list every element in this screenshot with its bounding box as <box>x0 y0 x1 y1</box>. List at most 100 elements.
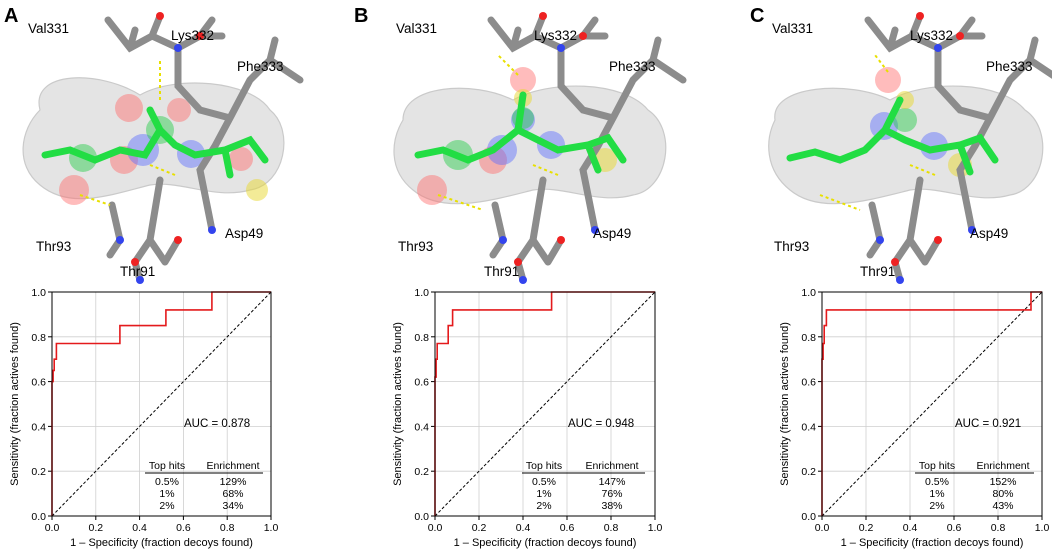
x-tick-label: 1.0 <box>648 522 663 534</box>
y-tick-label: 0.4 <box>31 421 46 433</box>
x-tick-label: 0.6 <box>560 522 575 534</box>
x-tick-label: 0.4 <box>132 522 147 534</box>
x-tick-label: 0.8 <box>991 522 1006 534</box>
auc-label: AUC = 0.921 <box>955 418 1021 430</box>
table-cell: 2% <box>536 500 551 512</box>
y-tick-label: 0.6 <box>414 377 429 389</box>
panel-c: C Val331 Lys332 Phe333 Thr93 Asp49 Thr91… <box>750 5 1052 549</box>
residue-label: Lys332 <box>534 28 577 43</box>
roc-chart: 0.00.00.20.20.40.40.60.60.80.81.01.01 – … <box>9 287 278 549</box>
x-tick-label: 0.0 <box>428 522 443 534</box>
table-cell: 34% <box>222 500 243 512</box>
y-tick-label: 0.4 <box>801 421 816 433</box>
residue-label: Val331 <box>772 21 813 36</box>
residue-label: Lys332 <box>910 28 953 43</box>
x-axis-label: 1 – Specificity (fraction decoys found) <box>454 537 637 549</box>
residue-label: Thr93 <box>36 239 71 254</box>
residue-label: Thr93 <box>774 239 809 254</box>
table-header-top-hits: Top hits <box>149 460 185 472</box>
table-header-enrichment: Enrichment <box>206 460 259 472</box>
y-tick-label: 0.2 <box>801 466 816 478</box>
table-cell: 0.5% <box>925 476 949 488</box>
table-cell: 43% <box>992 500 1013 512</box>
panel-b: B Val331 Lys332 Phe333 Thr93 Asp49 Thr91… <box>354 5 687 549</box>
x-tick-label: 0.6 <box>176 522 191 534</box>
x-tick-label: 0.2 <box>88 522 103 534</box>
table-cell: 1% <box>159 488 174 500</box>
residue-label: Lys332 <box>171 28 214 43</box>
x-tick-label: 0.8 <box>220 522 235 534</box>
x-tick-label: 0.8 <box>604 522 619 534</box>
y-tick-label: 0.0 <box>414 511 429 523</box>
table-cell: 76% <box>601 488 622 500</box>
x-tick-label: 0.4 <box>903 522 918 534</box>
table-header-enrichment: Enrichment <box>976 460 1029 472</box>
panel-letter: B <box>354 5 368 27</box>
residue-label: Thr91 <box>860 264 895 279</box>
x-tick-label: 0.0 <box>815 522 830 534</box>
random-diagonal-line <box>51 291 272 517</box>
y-tick-label: 0.2 <box>31 466 46 478</box>
residue-label: Phe333 <box>986 59 1033 74</box>
y-axis-label: Sensitivity (fraction actives found) <box>392 322 404 486</box>
residue-label: Val331 <box>396 21 437 36</box>
table-cell: 1% <box>536 488 551 500</box>
y-tick-label: 0.0 <box>31 511 46 523</box>
roc-chart: 0.00.00.20.20.40.40.60.60.80.81.01.01 – … <box>392 287 662 549</box>
x-tick-label: 0.4 <box>516 522 531 534</box>
y-tick-label: 0.8 <box>31 332 46 344</box>
roc-curve <box>51 291 271 516</box>
table-cell: 68% <box>222 488 243 500</box>
table-cell: 1% <box>929 488 944 500</box>
x-tick-label: 0.2 <box>472 522 487 534</box>
table-cell: 38% <box>601 500 622 512</box>
residue-label: Asp49 <box>593 226 631 241</box>
table-cell: 129% <box>220 476 247 488</box>
x-tick-label: 1.0 <box>264 522 279 534</box>
y-tick-label: 0.4 <box>414 421 429 433</box>
auc-label: AUC = 0.878 <box>184 418 250 430</box>
enrichment-table: Top hits Enrichment 0.5% 129% 1% 68% 2% … <box>145 460 263 512</box>
residue-label: Val331 <box>28 21 69 36</box>
enrichment-table: Top hits Enrichment 0.5% 152% 1% 80% 2% … <box>915 460 1034 512</box>
residue-label: Phe333 <box>609 59 656 74</box>
x-tick-label: 1.0 <box>1035 522 1050 534</box>
molecular-structure-image <box>22 12 304 284</box>
enrichment-table: Top hits Enrichment 0.5% 147% 1% 76% 2% … <box>522 460 645 512</box>
x-tick-label: 0.0 <box>45 522 60 534</box>
y-tick-label: 1.0 <box>801 287 816 299</box>
plot-frame <box>51 291 272 517</box>
residue-label: Thr91 <box>484 264 519 279</box>
table-cell: 2% <box>929 500 944 512</box>
residue-label: Thr91 <box>120 264 155 279</box>
roc-curve <box>434 291 655 516</box>
table-header-top-hits: Top hits <box>526 460 562 472</box>
y-axis-label: Sensitivity (fraction actives found) <box>9 322 21 486</box>
x-tick-label: 0.6 <box>947 522 962 534</box>
y-tick-label: 1.0 <box>31 287 46 299</box>
panel-letter: A <box>4 5 18 27</box>
panel-a: A Val331 Lys332 Phe333 Thr93 Asp49 Thr91… <box>4 5 304 549</box>
residue-label: Thr93 <box>398 239 433 254</box>
y-tick-label: 0.2 <box>414 466 429 478</box>
y-tick-label: 0.8 <box>414 332 429 344</box>
plot-frame <box>434 291 656 517</box>
residue-label: Asp49 <box>225 226 263 241</box>
y-tick-label: 0.6 <box>31 377 46 389</box>
roc-chart: 0.00.0 0.2 0.2 0.4 0.4 0.6 0.6 0.8 0.8 1.0 1.0 1 – … <box>779 287 1049 549</box>
y-tick-label: 0.0 <box>801 511 816 523</box>
table-header-top-hits: Top hits <box>919 460 955 472</box>
y-tick-label: 0.6 <box>801 377 816 389</box>
y-axis-label: Sensitivity (fraction actives found) <box>779 322 791 486</box>
panel-letter: C <box>750 5 764 27</box>
random-diagonal-line <box>821 291 1043 517</box>
x-tick-label: 0.2 <box>859 522 874 534</box>
residue-label: Asp49 <box>970 226 1008 241</box>
y-tick-label: 0.8 <box>801 332 816 344</box>
random-diagonal-line <box>434 291 656 517</box>
table-cell: 152% <box>990 476 1017 488</box>
table-cell: 147% <box>599 476 626 488</box>
x-axis-label: 1 – Specificity (fraction decoys found) <box>841 537 1024 549</box>
table-cell: 0.5% <box>155 476 179 488</box>
